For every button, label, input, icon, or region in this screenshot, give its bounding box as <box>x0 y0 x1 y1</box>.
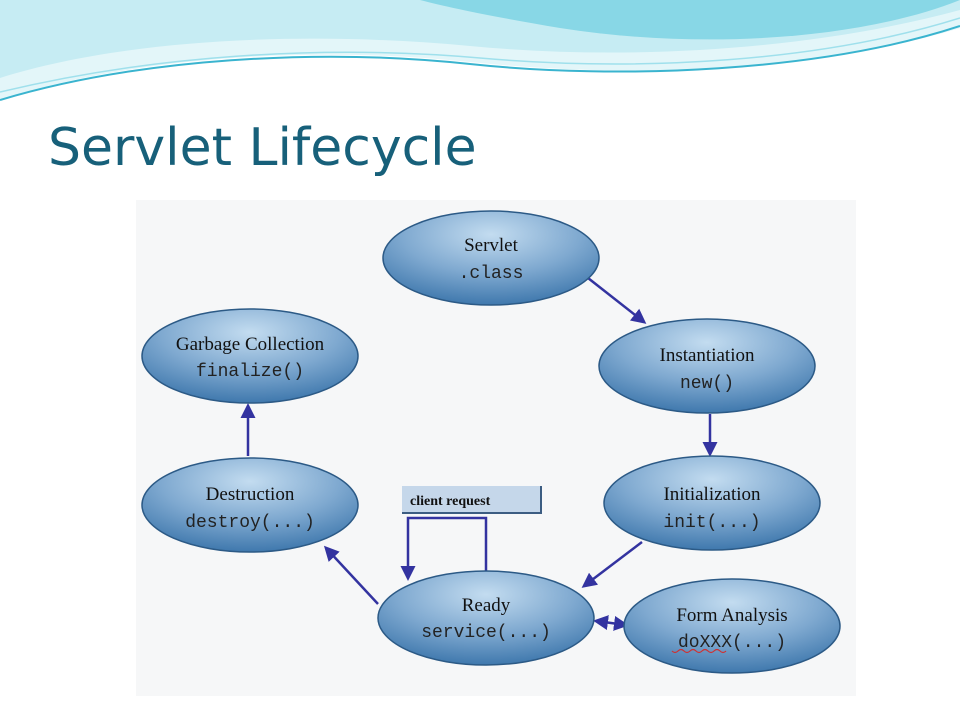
node-title: Form Analysis <box>676 605 787 626</box>
arrow-ready-to-destruction <box>323 545 379 605</box>
spellcheck-underline <box>671 648 727 654</box>
node-method: new() <box>680 374 734 394</box>
node-method: destroy(...) <box>185 513 315 533</box>
node-title: Garbage Collection <box>176 334 325 355</box>
arrow-client-request-loop <box>400 516 488 581</box>
client-request-text: client request <box>410 494 491 509</box>
arrow-ready-form-analysis <box>593 615 629 631</box>
arrow-initialization-to-ready <box>581 541 643 588</box>
slide-title: Servlet Lifecycle <box>48 118 477 178</box>
client-request-label: client request <box>402 486 542 514</box>
node-method: .class <box>459 264 524 284</box>
header-wave-decoration <box>0 0 960 101</box>
node-form-analysis: Form Analysis doXXX(...) <box>623 578 841 674</box>
node-title: Instantiation <box>660 345 755 366</box>
diagram-panel: client request Servlet .class Instantiat… <box>136 200 856 696</box>
node-title: Servlet <box>464 235 519 256</box>
node-method: finalize() <box>196 362 304 382</box>
node-method: service(...) <box>421 623 551 643</box>
node-method: init(...) <box>663 513 760 533</box>
node-title: Destruction <box>206 484 295 505</box>
node-instantiation: Instantiation new() <box>598 318 816 414</box>
node-ready: Ready service(...) <box>377 570 595 666</box>
arrow-servlet-to-instantiation <box>587 277 647 324</box>
node-servlet-class: Servlet .class <box>382 210 600 306</box>
lifecycle-diagram: client request Servlet .class Instantiat… <box>141 210 841 674</box>
node-initialization: Initialization init(...) <box>603 455 821 551</box>
node-garbage-collection: Garbage Collection finalize() <box>141 308 359 404</box>
node-destruction: Destruction destroy(...) <box>141 457 359 553</box>
node-title: Ready <box>462 595 511 616</box>
node-method: doXXX(...) <box>678 633 786 653</box>
node-title: Initialization <box>663 484 761 505</box>
